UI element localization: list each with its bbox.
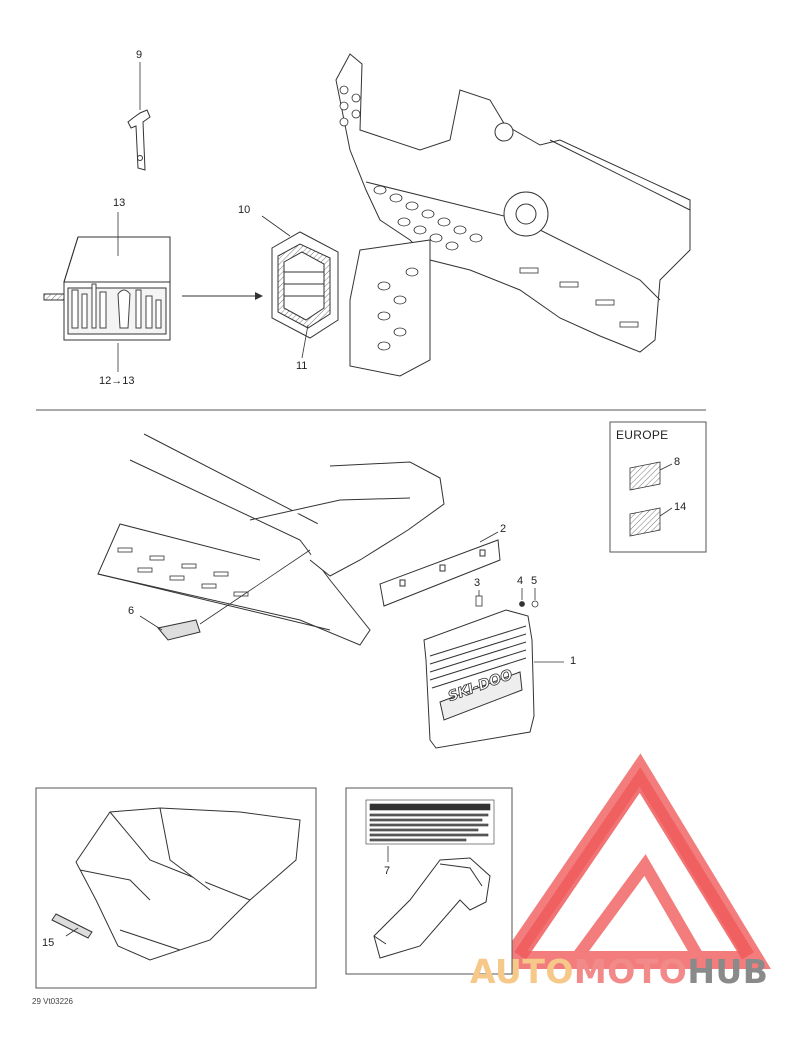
snow-flap: [423, 609, 535, 749]
reflector-15: [51, 913, 93, 939]
reflector: [157, 619, 201, 641]
belly-pan: [75, 807, 301, 961]
leader-8: [659, 463, 673, 471]
callout-2: 2: [500, 523, 507, 535]
leader-11: [301, 324, 309, 359]
callout-1: 1: [570, 655, 577, 667]
watermark-text: AUTOMOTOHUB: [470, 952, 768, 991]
tunnel-slots: [117, 547, 249, 597]
callout-13: 13: [113, 197, 126, 209]
leader-15: [65, 927, 79, 937]
watermark-part-3: HUB: [687, 952, 769, 991]
rear-tunnel: [97, 433, 445, 646]
callout-14: 14: [674, 501, 687, 513]
wrench-tool: [127, 109, 151, 171]
watermark-part-1: AUTO: [470, 952, 574, 991]
callout-6: 6: [128, 605, 135, 617]
leader-10: [261, 215, 291, 237]
europe-label: EUROPE: [616, 428, 669, 442]
flap-reinforcement-plate: [379, 539, 501, 607]
watermark-m: [514, 767, 754, 960]
callout-7: 7: [384, 865, 391, 877]
diagram-code: 29 Vt03226: [32, 997, 73, 1006]
leader-14: [659, 507, 673, 517]
watermark-part-2: MOTO: [573, 952, 688, 991]
callout-15: 15: [42, 937, 55, 949]
callout-4: 4: [517, 575, 524, 587]
callout-3: 3: [474, 577, 481, 589]
chassis-frame: [335, 53, 691, 377]
leader-6: [139, 615, 163, 631]
callout-12: 12→13: [99, 375, 135, 387]
tool-holder: [271, 231, 339, 339]
callout-5: 5: [531, 575, 538, 587]
tool-kit-bag: [43, 236, 171, 341]
callout-10: 10: [238, 204, 251, 216]
seat-guard: [373, 857, 491, 959]
chassis-holes: [339, 85, 639, 351]
callout-8: 8: [674, 456, 681, 468]
reflector-mount-line: [199, 549, 311, 625]
europe-decal-8: [629, 461, 661, 491]
leader-2: [479, 531, 499, 543]
europe-decal-14: [629, 507, 661, 537]
fasteners: [475, 595, 539, 608]
warning-label: [365, 799, 495, 845]
callout-9: 9: [136, 49, 143, 61]
callout-11: 11: [296, 360, 308, 372]
